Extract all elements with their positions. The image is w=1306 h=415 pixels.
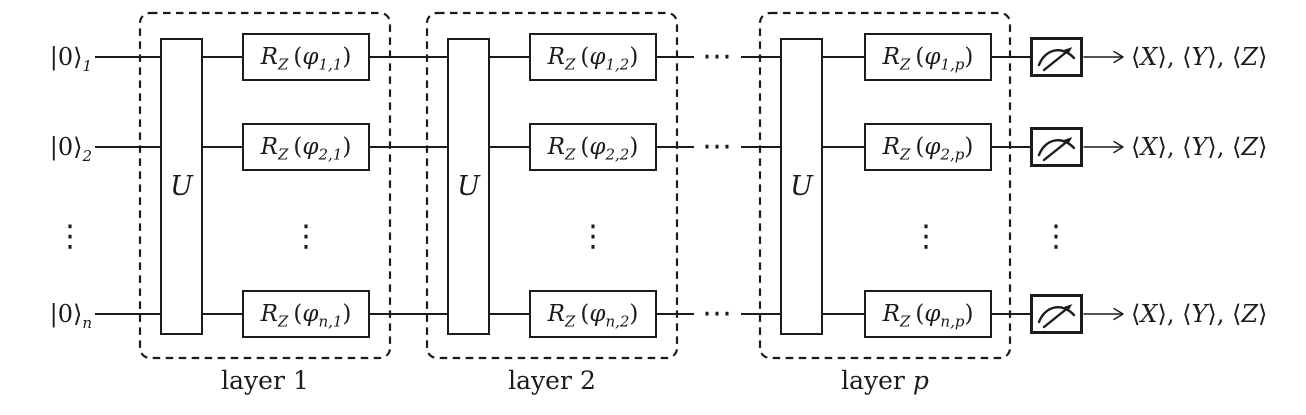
qubit-index: 1	[82, 56, 92, 75]
rz-gate-n-1: RZ(φn,1)	[242, 290, 370, 338]
u-gate-label: U	[170, 171, 193, 202]
rz-gate-1-p: RZ(φ1,p)	[864, 33, 992, 81]
output-arrow-2	[1083, 140, 1124, 154]
layer-2-boundary	[425, 11, 679, 360]
horizontal-ellipsis-wire-n: ⋯	[702, 296, 732, 331]
vertical-ellipsis-layer-1: ⋮	[291, 219, 321, 254]
vertical-ellipsis-layer-2: ⋮	[578, 219, 608, 254]
rz-gate-label: RZ(φ1,p)	[882, 44, 974, 74]
expectation-values-1: ⟨X⟩, ⟨Y⟩, ⟨Z⟩	[1131, 43, 1268, 71]
rz-gate-label: RZ(φn,p)	[882, 301, 974, 331]
ket-zero: |0⟩	[49, 300, 83, 328]
vertical-ellipsis-inputs: ⋮	[55, 219, 85, 254]
measurement-box-2	[1030, 127, 1083, 167]
layer-p-boundary	[758, 11, 1012, 360]
vertical-ellipsis-measure: ⋮	[1041, 219, 1071, 254]
u-gate-label: U	[790, 171, 813, 202]
u-gate-label: U	[457, 171, 480, 202]
u-gate-layer-p: U	[780, 38, 823, 335]
rz-gate-label: RZ(φ1,1)	[260, 44, 352, 74]
expectation-values-n: ⟨X⟩, ⟨Y⟩, ⟨Z⟩	[1131, 300, 1268, 328]
rz-gate-label: RZ(φn,2)	[547, 301, 639, 331]
measurement-gauge-icon	[1037, 137, 1076, 162]
rz-gate-label: RZ(φ2,1)	[260, 134, 352, 164]
qubit-label-n: |0⟩n	[12, 294, 92, 334]
horizontal-ellipsis-wire-2: ⋯	[702, 129, 732, 164]
rz-gate-label: RZ(φn,1)	[260, 301, 352, 331]
qubit-index: 2	[82, 146, 92, 165]
rz-gate-1-1: RZ(φ1,1)	[242, 33, 370, 81]
rz-gate-label: RZ(φ1,2)	[547, 44, 639, 74]
rz-gate-2-p: RZ(φ2,p)	[864, 123, 992, 171]
rz-gate-2-1: RZ(φ2,1)	[242, 123, 370, 171]
qubit-index: n	[82, 313, 92, 332]
layer-1-boundary	[138, 11, 392, 360]
qubit-label-2: |0⟩2	[12, 127, 92, 167]
measurement-gauge-icon	[1037, 47, 1076, 72]
u-gate-layer-2: U	[447, 38, 490, 335]
rz-gate-2-2: RZ(φ2,2)	[529, 123, 657, 171]
rz-gate-n-p: RZ(φn,p)	[864, 290, 992, 338]
output-arrow-n	[1083, 307, 1124, 321]
rz-gate-label: RZ(φ2,p)	[882, 134, 974, 164]
measurement-box-n	[1030, 294, 1083, 334]
measurement-gauge-icon	[1037, 304, 1076, 329]
horizontal-ellipsis-wire-1: ⋯	[702, 39, 732, 74]
vertical-ellipsis-layer-p: ⋮	[911, 219, 941, 254]
qubit-label-1: |0⟩1	[12, 37, 92, 77]
rz-gate-n-2: RZ(φn,2)	[529, 290, 657, 338]
measurement-box-1	[1030, 37, 1083, 77]
rz-gate-label: RZ(φ2,2)	[547, 134, 639, 164]
ket-zero: |0⟩	[49, 133, 83, 161]
output-arrows	[1083, 50, 1124, 321]
output-arrow-1	[1083, 50, 1124, 64]
ket-zero: |0⟩	[49, 43, 83, 71]
expectation-values-2: ⟨X⟩, ⟨Y⟩, ⟨Z⟩	[1131, 133, 1268, 161]
layer-boundaries	[138, 11, 1012, 360]
u-gate-layer-1: U	[160, 38, 203, 335]
qubit-wires	[95, 56, 1030, 315]
rz-gate-1-2: RZ(φ1,2)	[529, 33, 657, 81]
